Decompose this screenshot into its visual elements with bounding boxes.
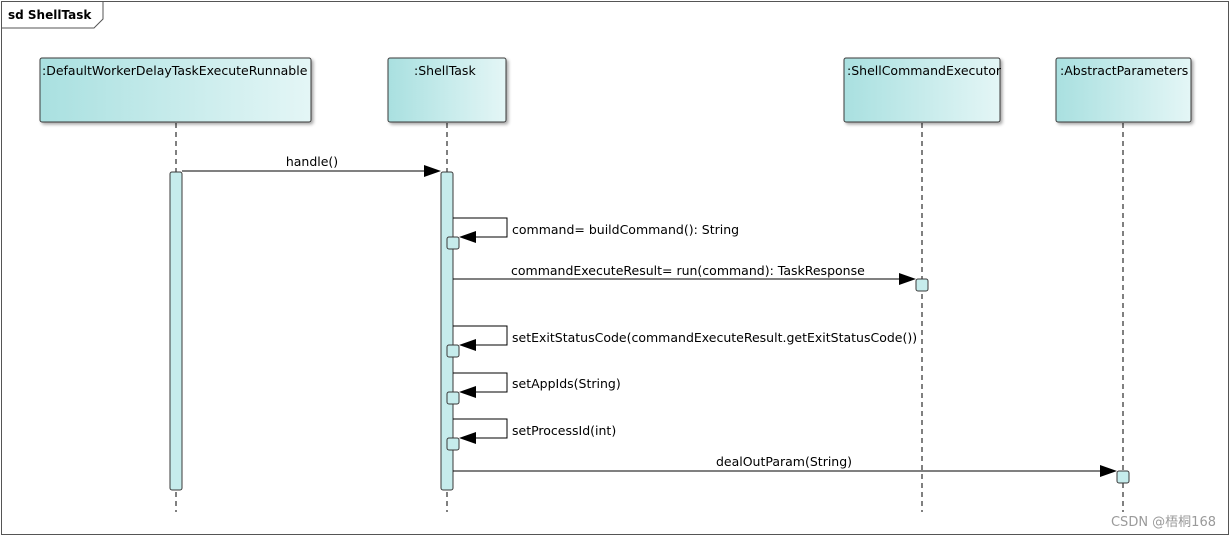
activation-dealoutparam [1116,470,1130,484]
arrowhead-icon [459,386,476,398]
message-setexitstatuscode-line [453,325,508,346]
lifeline-shelltask-label: :ShellTask [414,63,476,78]
message-buildcommand-line [453,217,508,238]
arrowhead-icon [424,165,441,177]
activations [169,171,1130,491]
message-handle[interactable]: handle() [182,154,441,177]
lifeline-parameters-label: :AbstractParameters [1060,63,1188,78]
lifeline-parameters-box[interactable] [1055,57,1192,123]
arrowhead-icon [459,231,476,243]
arrowhead-icon [459,432,476,444]
message-buildcommand-label: command= buildCommand(): String [512,222,739,237]
lifeline-runnable-box[interactable] [39,57,312,123]
arrowhead-icon [459,339,476,351]
activation-shelltask [440,171,454,491]
message-dealoutparam[interactable]: dealOutParam(String) [453,454,1117,477]
message-setprocessid-line [453,418,508,439]
activation-setappids [446,391,460,405]
lifeline-shelltask-box[interactable] [387,57,507,123]
message-setprocessid-label: setProcessId(int) [512,423,616,438]
message-setappids-line [453,372,508,393]
arrowhead-icon [899,273,916,285]
lifeline-parameters: :AbstractParameters [1055,57,1192,512]
frame-tab [1,1,104,29]
message-setexitstatuscode-label: setExitStatusCode(commandExecuteResult.g… [512,330,917,345]
frame-label: sd ShellTask [8,8,92,22]
lifeline-executor: :ShellCommandExecutor [843,57,1002,512]
messages: handle() command= buildCommand(): String… [182,154,1117,477]
watermark: CSDN @梧桐168 [1111,515,1216,530]
lifeline-runnable: :DefaultWorkerDelayTaskExecuteRunnable [39,57,312,512]
activation-runnable [169,171,183,491]
message-run[interactable]: commandExecuteResult= run(command): Task… [453,263,916,285]
activation-setprocessid [446,437,460,451]
lifeline-executor-label: :ShellCommandExecutor [847,63,1002,78]
message-setappids-label: setAppIds(String) [512,376,621,391]
message-buildcommand[interactable]: command= buildCommand(): String [453,217,739,243]
arrowhead-icon [1100,465,1117,477]
message-handle-label: handle() [286,154,338,169]
message-dealoutparam-label: dealOutParam(String) [716,454,852,469]
lifeline-executor-box[interactable] [843,57,1001,123]
message-run-label: commandExecuteResult= run(command): Task… [511,263,865,278]
activation-buildcommand [446,236,460,250]
message-setprocessid[interactable]: setProcessId(int) [453,418,616,444]
lifelines: :DefaultWorkerDelayTaskExecuteRunnable :… [39,57,1192,512]
activation-setexitstatus [446,344,460,358]
message-setappids[interactable]: setAppIds(String) [453,372,621,398]
lifeline-runnable-label: :DefaultWorkerDelayTaskExecuteRunnable [42,63,308,78]
activation-executor-run [915,278,929,292]
message-setexitstatuscode[interactable]: setExitStatusCode(commandExecuteResult.g… [453,325,917,351]
